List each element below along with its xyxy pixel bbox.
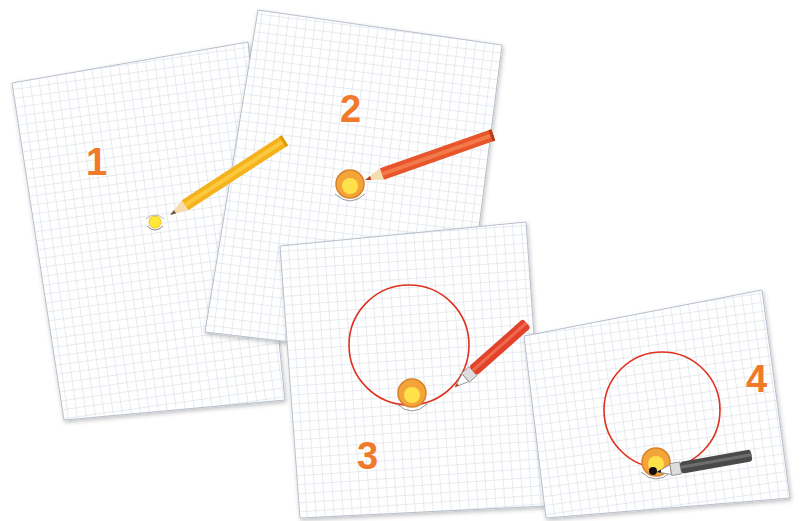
yellow-dot: [146, 215, 164, 230]
yellow-pencil: [167, 135, 288, 220]
red-marker: [451, 319, 531, 392]
cup: [641, 448, 671, 479]
graph-sheet: [280, 222, 546, 518]
step-number: 2: [340, 90, 361, 128]
cup: [335, 170, 365, 201]
black-marker: [656, 449, 753, 477]
graph-sheet: [524, 290, 790, 518]
cup: [397, 379, 427, 411]
red-pencil: [363, 129, 495, 185]
step-number: 1: [86, 143, 107, 181]
step-number: 3: [357, 437, 378, 475]
step-number: 4: [746, 360, 767, 398]
